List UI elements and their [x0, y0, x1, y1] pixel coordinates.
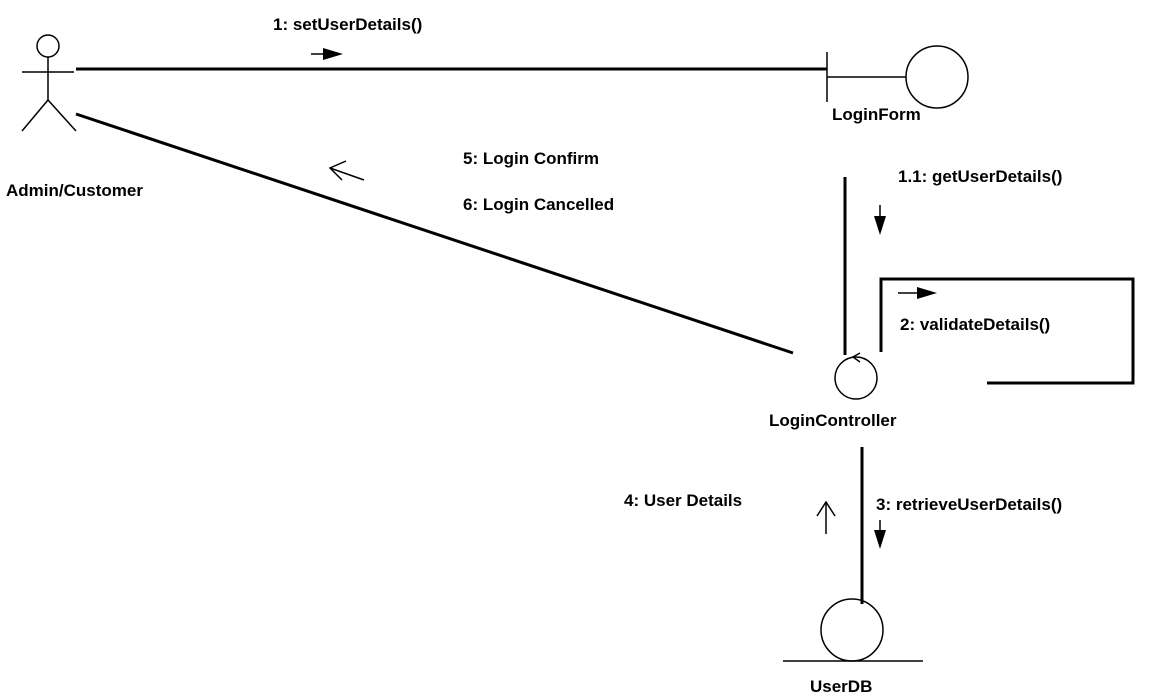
control-login-controller[interactable]	[834, 352, 878, 400]
control-circle	[834, 356, 878, 400]
message-5-label: 5: Login Confirm	[463, 149, 599, 168]
login-controller-label: LoginController	[769, 411, 897, 430]
message-3-label: 3: retrieveUserDetails()	[876, 495, 1062, 514]
boundary-circle	[905, 45, 969, 109]
actor-admin-customer[interactable]	[21, 34, 77, 132]
boundary-login-form[interactable]	[826, 45, 969, 109]
message-1-arrow	[323, 48, 343, 60]
entity-circle	[820, 598, 884, 662]
user-db-label: UserDB	[810, 677, 872, 696]
actor-left-leg	[21, 99, 49, 132]
actor-right-leg	[47, 99, 77, 132]
message-1-1-label: 1.1: getUserDetails()	[898, 167, 1062, 186]
message-5-6-arrow	[328, 160, 365, 181]
entity-user-db[interactable]	[783, 598, 923, 662]
message-2-label: 2: validateDetails()	[900, 315, 1050, 334]
actor-head	[36, 34, 60, 58]
link-actor-to-login-controller[interactable]	[75, 112, 794, 355]
message-1-label: 1: setUserDetails()	[273, 15, 422, 34]
message-4-arrow	[816, 500, 836, 534]
login-form-label: LoginForm	[832, 105, 921, 124]
message-1-1-arrow	[874, 216, 886, 235]
message-6-label: 6: Login Cancelled	[463, 195, 614, 214]
actor-label: Admin/Customer	[6, 181, 143, 200]
message-3-arrow	[874, 530, 886, 549]
message-2-arrow	[917, 287, 937, 299]
self-link-login-controller[interactable]	[879, 277, 1135, 385]
control-arrowhead	[851, 352, 861, 363]
message-4-label: 4: User Details	[624, 491, 742, 510]
